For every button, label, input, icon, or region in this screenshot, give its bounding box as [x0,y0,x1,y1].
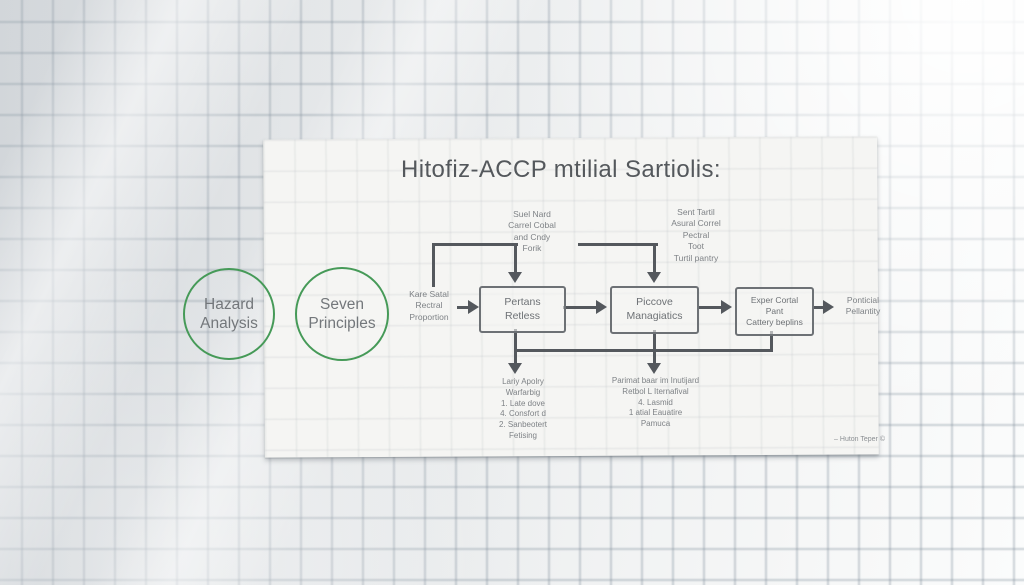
circle-seven-principles-label: Seven Principles [308,295,376,332]
top-line-left-drop [432,243,435,287]
top-note-1: Suel Nard Carrel Cobal and Cndy Forik [508,209,556,254]
drop-line-to-box2 [653,243,656,274]
output-arrow-line [812,306,825,309]
bottom-note-2: Parimat baar im Inutijard Retbol L Itern… [611,376,700,429]
arrow-down-into-box2-icon [647,272,661,283]
box3-down-line [770,331,773,352]
box1-to-box2-line [563,306,598,309]
flow-box-2-label: Piccove Managiatics [626,296,683,322]
output-label: Ponticial Pellantity [845,295,881,317]
box2-down-line [653,330,656,366]
circle-hazard-analysis: Hazard Analysis [183,268,275,360]
flow-box-2: Piccove Managiatics [610,286,699,334]
arrow-down-into-box1-icon [508,272,522,283]
top-line-right-segment [578,243,658,246]
bottom-connector-line [514,349,773,352]
input-label: Kare Satal Rectral Proportion [409,289,449,322]
arrow-right-into-box2-icon [596,300,607,314]
poster-title: Hitofiz-ACCP mtilial Sartiolis: [400,156,722,183]
arrow-down-to-note1-icon [508,363,522,374]
arrow-right-into-box1-icon [468,300,479,314]
drop-line-to-box1 [514,243,517,274]
top-line-left-segment [432,243,518,246]
flow-box-1-label: Pertans Retless [504,295,541,322]
arrow-down-to-note2-icon [647,363,661,374]
flow-box-1: Pertans Retless [479,286,566,333]
box1-down-line [514,329,517,366]
author-signature: – Huton Teper © [834,436,885,443]
flow-box-3: Exper Cortal Pant Cattery beplins [735,287,814,336]
arrow-right-into-box3-icon [721,300,732,314]
input-arrow-line [457,306,470,309]
top-note-2: Sent Tartil Asural Correl Pectral Toot T… [671,207,721,263]
arrow-right-to-output-icon [823,300,834,314]
box2-to-box3-line [697,306,723,309]
circle-hazard-analysis-label: Hazard Analysis [200,295,258,332]
circle-seven-principles: Seven Principles [295,267,389,361]
bottom-note-1: Lariy Apolry Warfarbig 1. Late dove 4. C… [498,377,548,440]
flow-box-3-label: Exper Cortal Pant Cattery beplins [746,294,803,328]
